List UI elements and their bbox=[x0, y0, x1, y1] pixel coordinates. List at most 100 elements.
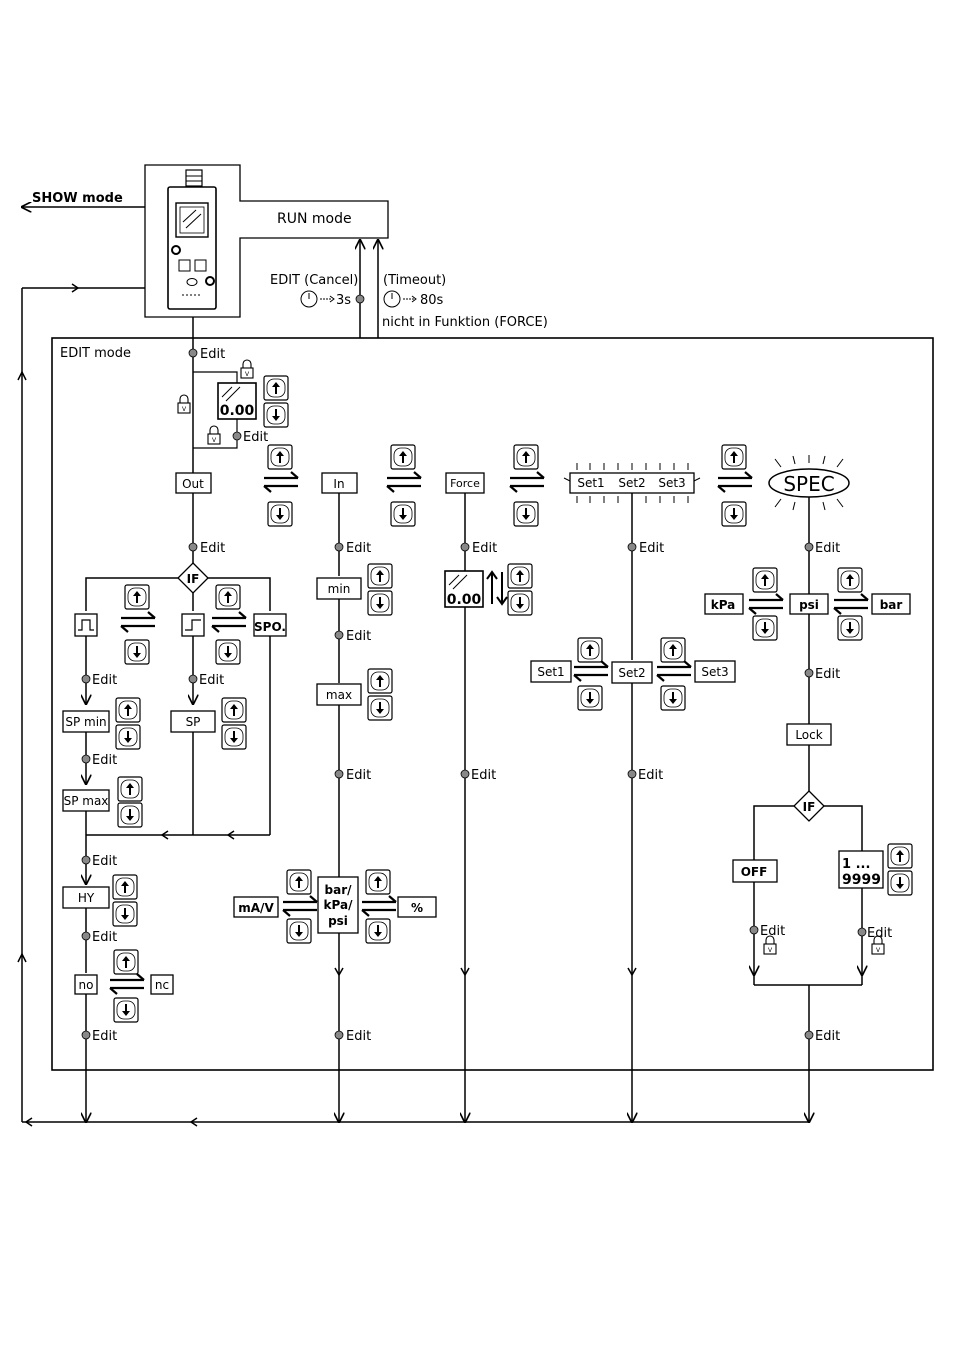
down-button-icon bbox=[367, 695, 393, 721]
svg-text:Set2: Set2 bbox=[618, 476, 645, 490]
svg-text:IF: IF bbox=[187, 572, 200, 586]
bar-box: bar bbox=[871, 583, 911, 615]
up-button-icon bbox=[367, 668, 393, 694]
edit-label: Edit bbox=[638, 768, 663, 783]
force-display-value: 0.00 bbox=[447, 592, 482, 608]
up-button-icon bbox=[887, 843, 913, 869]
up-down-arrows bbox=[486, 570, 508, 606]
edit-label: Edit bbox=[92, 854, 117, 869]
edit-label: Edit bbox=[92, 753, 117, 768]
up-button-icon bbox=[752, 567, 778, 593]
edit-label: Edit bbox=[346, 541, 371, 556]
edit-label: Edit bbox=[346, 768, 371, 783]
edit-label: Edit bbox=[346, 1029, 371, 1044]
sp-min-box: SP min bbox=[62, 700, 110, 733]
up-button-icon bbox=[115, 697, 141, 723]
svg-text:mA/V: mA/V bbox=[238, 901, 274, 915]
svg-text:no: no bbox=[79, 978, 94, 992]
show-mode-label: SHOW mode bbox=[32, 191, 123, 206]
up-button-icon bbox=[513, 444, 539, 470]
svg-text:kPa: kPa bbox=[711, 598, 736, 612]
edit-label: Edit bbox=[92, 1029, 117, 1044]
up-button-icon bbox=[660, 637, 686, 663]
set2-box: Set2 bbox=[611, 651, 653, 684]
timer-icon bbox=[383, 290, 417, 308]
kpa-box: kPa bbox=[704, 583, 744, 615]
svg-text:Set1: Set1 bbox=[537, 665, 564, 679]
down-button-icon bbox=[286, 918, 312, 944]
down-button-icon bbox=[721, 501, 747, 527]
sp-box: SP bbox=[170, 700, 216, 733]
toggle-arrows bbox=[262, 470, 300, 494]
menu-set-box: Set1 Set2 Set3 bbox=[563, 463, 701, 503]
svg-text:Set3: Set3 bbox=[658, 476, 685, 490]
up-button-icon bbox=[124, 584, 150, 610]
psi-box: psi bbox=[789, 583, 829, 615]
menu-spec-box: SPEC bbox=[768, 455, 850, 511]
svg-text:psi: psi bbox=[328, 914, 348, 928]
down-button-icon bbox=[124, 639, 150, 665]
edit-mode-label: EDIT mode bbox=[60, 346, 131, 361]
svg-text:bar/: bar/ bbox=[325, 883, 353, 897]
edit-label: Edit bbox=[815, 667, 840, 682]
svg-text:psi: psi bbox=[799, 598, 819, 612]
window-icon bbox=[70, 604, 102, 637]
svg-text:Force: Force bbox=[450, 477, 480, 490]
lock-icon bbox=[177, 394, 191, 414]
run-mode-label: RUN mode bbox=[277, 211, 352, 227]
toggle-arrows bbox=[119, 610, 157, 634]
down-button-icon bbox=[390, 501, 416, 527]
down-button-icon bbox=[367, 590, 393, 616]
toggle-arrows bbox=[360, 894, 398, 918]
down-button-icon bbox=[215, 639, 241, 665]
edit-label: Edit bbox=[200, 347, 225, 362]
not-in-function-label: nicht in Funktion (FORCE) bbox=[382, 315, 548, 330]
range-box: 1 ... 9999 bbox=[838, 850, 884, 889]
toggle-arrows bbox=[572, 659, 610, 683]
up-button-icon bbox=[215, 584, 241, 610]
up-button-icon bbox=[837, 567, 863, 593]
svg-text:Set1: Set1 bbox=[577, 476, 604, 490]
svg-text:SP max: SP max bbox=[64, 794, 109, 808]
cancel-time: 3s bbox=[336, 293, 351, 308]
toggle-arrows bbox=[508, 470, 546, 494]
edit-label: Edit bbox=[346, 629, 371, 644]
down-button-icon bbox=[577, 685, 603, 711]
svg-text:max: max bbox=[326, 688, 352, 702]
off-box: OFF bbox=[732, 859, 778, 883]
down-button-icon bbox=[887, 870, 913, 896]
edit-label: Edit bbox=[199, 673, 224, 688]
up-button-icon bbox=[263, 375, 289, 401]
svg-text:SP min: SP min bbox=[65, 715, 106, 729]
down-button-icon bbox=[513, 501, 539, 527]
down-button-icon bbox=[117, 802, 143, 828]
device-icon bbox=[167, 169, 217, 310]
svg-text:kPa/: kPa/ bbox=[324, 898, 354, 912]
svg-text:HY: HY bbox=[78, 891, 95, 905]
up-button-icon bbox=[390, 444, 416, 470]
up-button-icon bbox=[113, 949, 139, 975]
svg-text:Set3: Set3 bbox=[701, 665, 728, 679]
down-button-icon bbox=[221, 724, 247, 750]
edit-label: Edit bbox=[815, 541, 840, 556]
svg-text:Lock: Lock bbox=[795, 728, 822, 742]
svg-text:SPEC: SPEC bbox=[783, 472, 834, 496]
set3-box: Set3 bbox=[694, 650, 736, 683]
toggle-arrows bbox=[108, 972, 146, 996]
lock-box: Lock bbox=[786, 713, 832, 746]
svg-text:OFF: OFF bbox=[741, 865, 768, 879]
display-value: 0.00 bbox=[220, 403, 255, 419]
up-button-icon bbox=[507, 563, 533, 589]
nc-box: nc bbox=[146, 964, 178, 995]
toggle-arrows bbox=[832, 592, 870, 616]
down-button-icon bbox=[115, 724, 141, 750]
up-button-icon bbox=[367, 563, 393, 589]
svg-text:bar: bar bbox=[880, 598, 903, 612]
edit-label: Edit bbox=[471, 768, 496, 783]
svg-text:In: In bbox=[333, 477, 344, 491]
svg-text:%: % bbox=[411, 901, 423, 915]
percent-box: % bbox=[397, 886, 437, 918]
edit-label: Edit bbox=[867, 926, 892, 941]
svg-text:Set2: Set2 bbox=[618, 666, 645, 680]
